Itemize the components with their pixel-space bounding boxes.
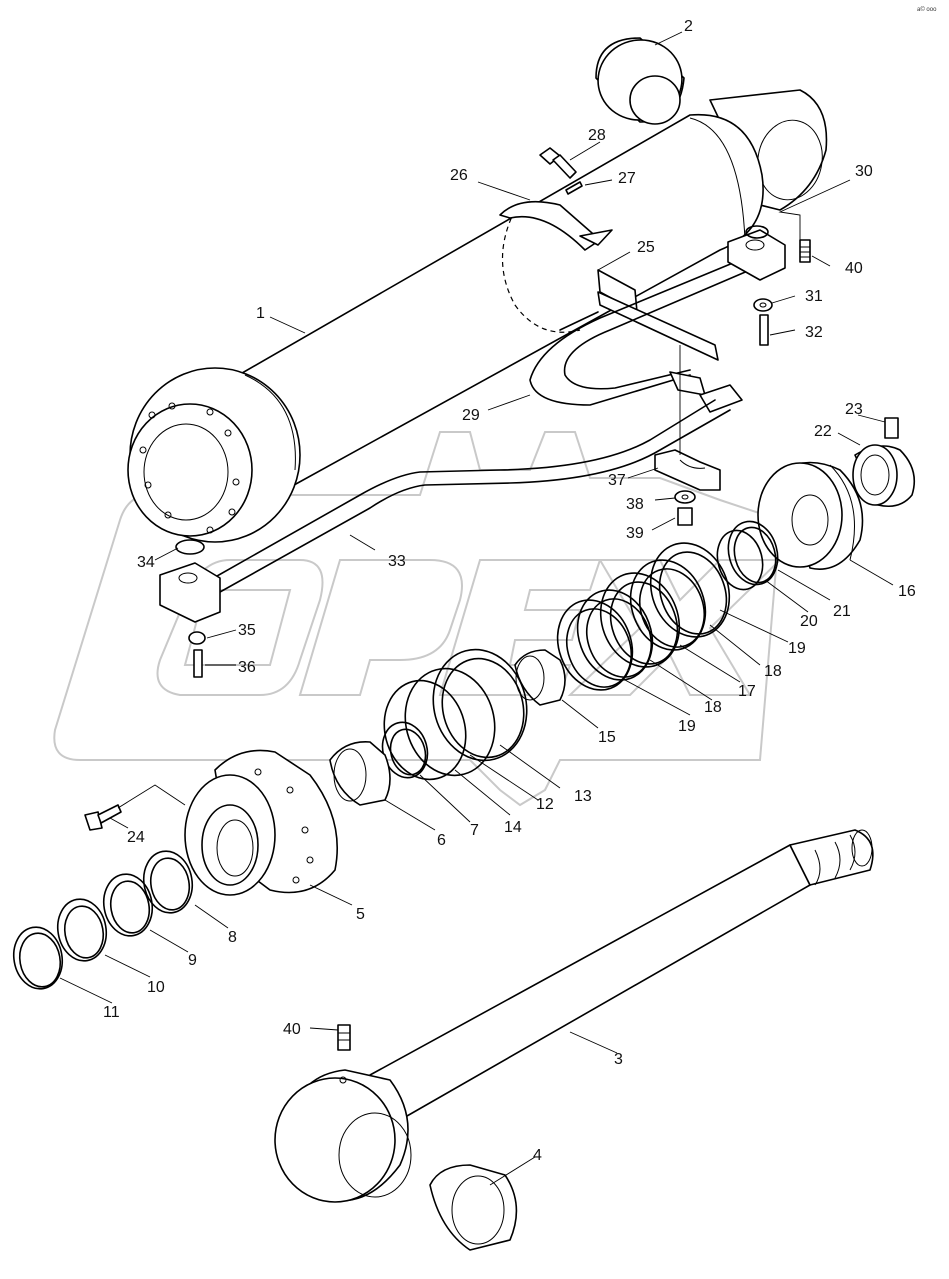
bolt-36 <box>193 649 203 678</box>
callout-26: 26 <box>450 167 468 184</box>
callout-24: 24 <box>127 829 145 846</box>
callout-39: 39 <box>626 525 644 542</box>
ring-18-lower <box>576 589 654 681</box>
bolt-28 <box>539 147 577 179</box>
pipe-flange-block-lower <box>159 562 221 623</box>
callout-31: 31 <box>805 288 823 305</box>
callout-13: 13 <box>574 788 592 805</box>
nut-22 <box>852 444 916 508</box>
bolt-32 <box>759 314 769 346</box>
hydraulic-pipes <box>209 239 766 593</box>
o-ring-34 <box>175 539 205 555</box>
screw-24 <box>84 804 122 831</box>
ring-14 <box>383 679 467 781</box>
callout-16: 16 <box>898 583 916 600</box>
callout-19-upper: 19 <box>788 640 806 657</box>
clamp-band <box>499 200 601 333</box>
callout-40-upper: 40 <box>845 260 863 277</box>
callout-20: 20 <box>800 613 818 630</box>
washer-31 <box>753 298 773 312</box>
pipe-clamp-37 <box>654 449 721 491</box>
callout-7: 7 <box>470 822 479 839</box>
callout-29: 29 <box>462 407 480 424</box>
callout-15: 15 <box>598 729 616 746</box>
ring-8 <box>142 850 194 914</box>
callout-36: 36 <box>238 659 256 676</box>
callout-14: 14 <box>504 819 522 836</box>
ring-11 <box>12 926 64 990</box>
callout-28: 28 <box>588 127 606 144</box>
seal-12 <box>404 667 496 777</box>
ring-9 <box>102 873 154 937</box>
callout-3: 3 <box>614 1051 623 1068</box>
corner-mark: a© ooo <box>917 6 937 13</box>
ring-21 <box>727 520 779 586</box>
callout-18-upper: 18 <box>764 663 782 680</box>
callout-2: 2 <box>684 18 693 35</box>
callout-33: 33 <box>388 553 406 570</box>
callout-32: 32 <box>805 324 823 341</box>
callout-22: 22 <box>814 423 832 440</box>
bushing-6 <box>329 741 391 806</box>
callout-12: 12 <box>536 796 554 813</box>
ring-20 <box>716 529 764 591</box>
callout-37: 37 <box>608 472 626 489</box>
cylinder-head-5 <box>184 749 338 896</box>
seal-19-lower <box>556 599 634 691</box>
callout-25: 25 <box>637 239 655 256</box>
grease-nipple-40-lower <box>337 1024 351 1051</box>
callout-10: 10 <box>147 979 165 996</box>
callout-21: 21 <box>833 603 851 620</box>
bushing-4 <box>429 1164 518 1251</box>
ring-10 <box>56 898 108 962</box>
callout-40-lower: 40 <box>283 1021 301 1038</box>
callout-19-lower: 19 <box>678 718 696 735</box>
piston-rod-3 <box>274 829 874 1203</box>
bolt-39 <box>677 507 693 526</box>
callout-4: 4 <box>533 1147 542 1164</box>
callout-1: 1 <box>256 305 265 322</box>
leader-lines <box>59 31 894 1186</box>
callout-8: 8 <box>228 929 237 946</box>
callout-9: 9 <box>188 952 197 969</box>
support-bracket <box>579 229 719 361</box>
seal-13 <box>432 648 528 762</box>
seal-17 <box>599 572 681 668</box>
callout-6: 6 <box>437 832 446 849</box>
washer-35 <box>188 631 206 645</box>
pipe-flange-block-upper <box>727 225 786 281</box>
callout-34: 34 <box>137 554 155 571</box>
part-callouts: 2 28 27 26 30 25 40 31 32 1 29 23 22 37 … <box>103 18 916 1164</box>
bushing-upper <box>595 37 685 125</box>
callout-17: 17 <box>738 683 756 700</box>
key-pin <box>565 181 583 195</box>
bushing-15 <box>514 649 566 706</box>
washer-38 <box>674 490 696 504</box>
seal-19-upper <box>649 542 731 638</box>
piston-16 <box>757 461 864 570</box>
cylinder-barrel <box>127 89 828 543</box>
flange-bolt-holes <box>139 402 240 534</box>
ring-18-upper <box>629 559 707 651</box>
callout-30: 30 <box>855 163 873 180</box>
callout-5: 5 <box>356 906 365 923</box>
grease-nipple-40-upper <box>799 239 811 263</box>
callout-27: 27 <box>618 170 636 187</box>
set-screw-23 <box>884 417 899 439</box>
callout-18-lower: 18 <box>704 699 722 716</box>
callout-35: 35 <box>238 622 256 639</box>
callout-23: 23 <box>845 401 863 418</box>
callout-11: 11 <box>103 1004 120 1021</box>
callout-38: 38 <box>626 496 644 513</box>
